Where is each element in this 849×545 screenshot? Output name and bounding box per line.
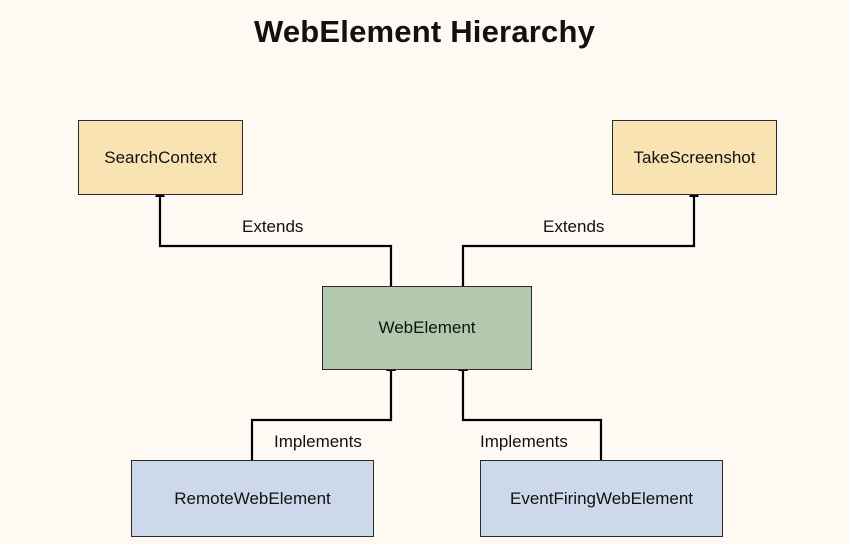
implements-remote-connector — [250, 361, 396, 461]
diagram-title: WebElement Hierarchy — [253, 14, 596, 49]
implements-left-label: Implements — [274, 432, 362, 451]
extends-search-context-connector — [155, 187, 393, 286]
extends-left-label: Extends — [242, 217, 304, 236]
event-firing-web-element-node: EventFiringWebElement — [480, 460, 723, 537]
implements-right-label: Implements — [480, 432, 568, 451]
event-firing-web-element-label: EventFiringWebElement — [510, 488, 693, 508]
remote-web-element-node: RemoteWebElement — [131, 460, 374, 537]
take-screenshot-node: TakeScreenshot — [612, 120, 777, 195]
extends-right-label: Extends — [543, 217, 605, 236]
web-element-label: WebElement — [378, 318, 476, 337]
take-screenshot-label: TakeScreenshot — [633, 147, 756, 167]
remote-web-element-label: RemoteWebElement — [174, 488, 331, 508]
extends-take-screenshot-connector — [461, 187, 699, 286]
search-context-node: SearchContext — [78, 120, 243, 195]
search-context-label: SearchContext — [104, 147, 217, 167]
implements-event-firing-connector — [458, 361, 603, 461]
web-element-node: WebElement — [322, 286, 532, 370]
